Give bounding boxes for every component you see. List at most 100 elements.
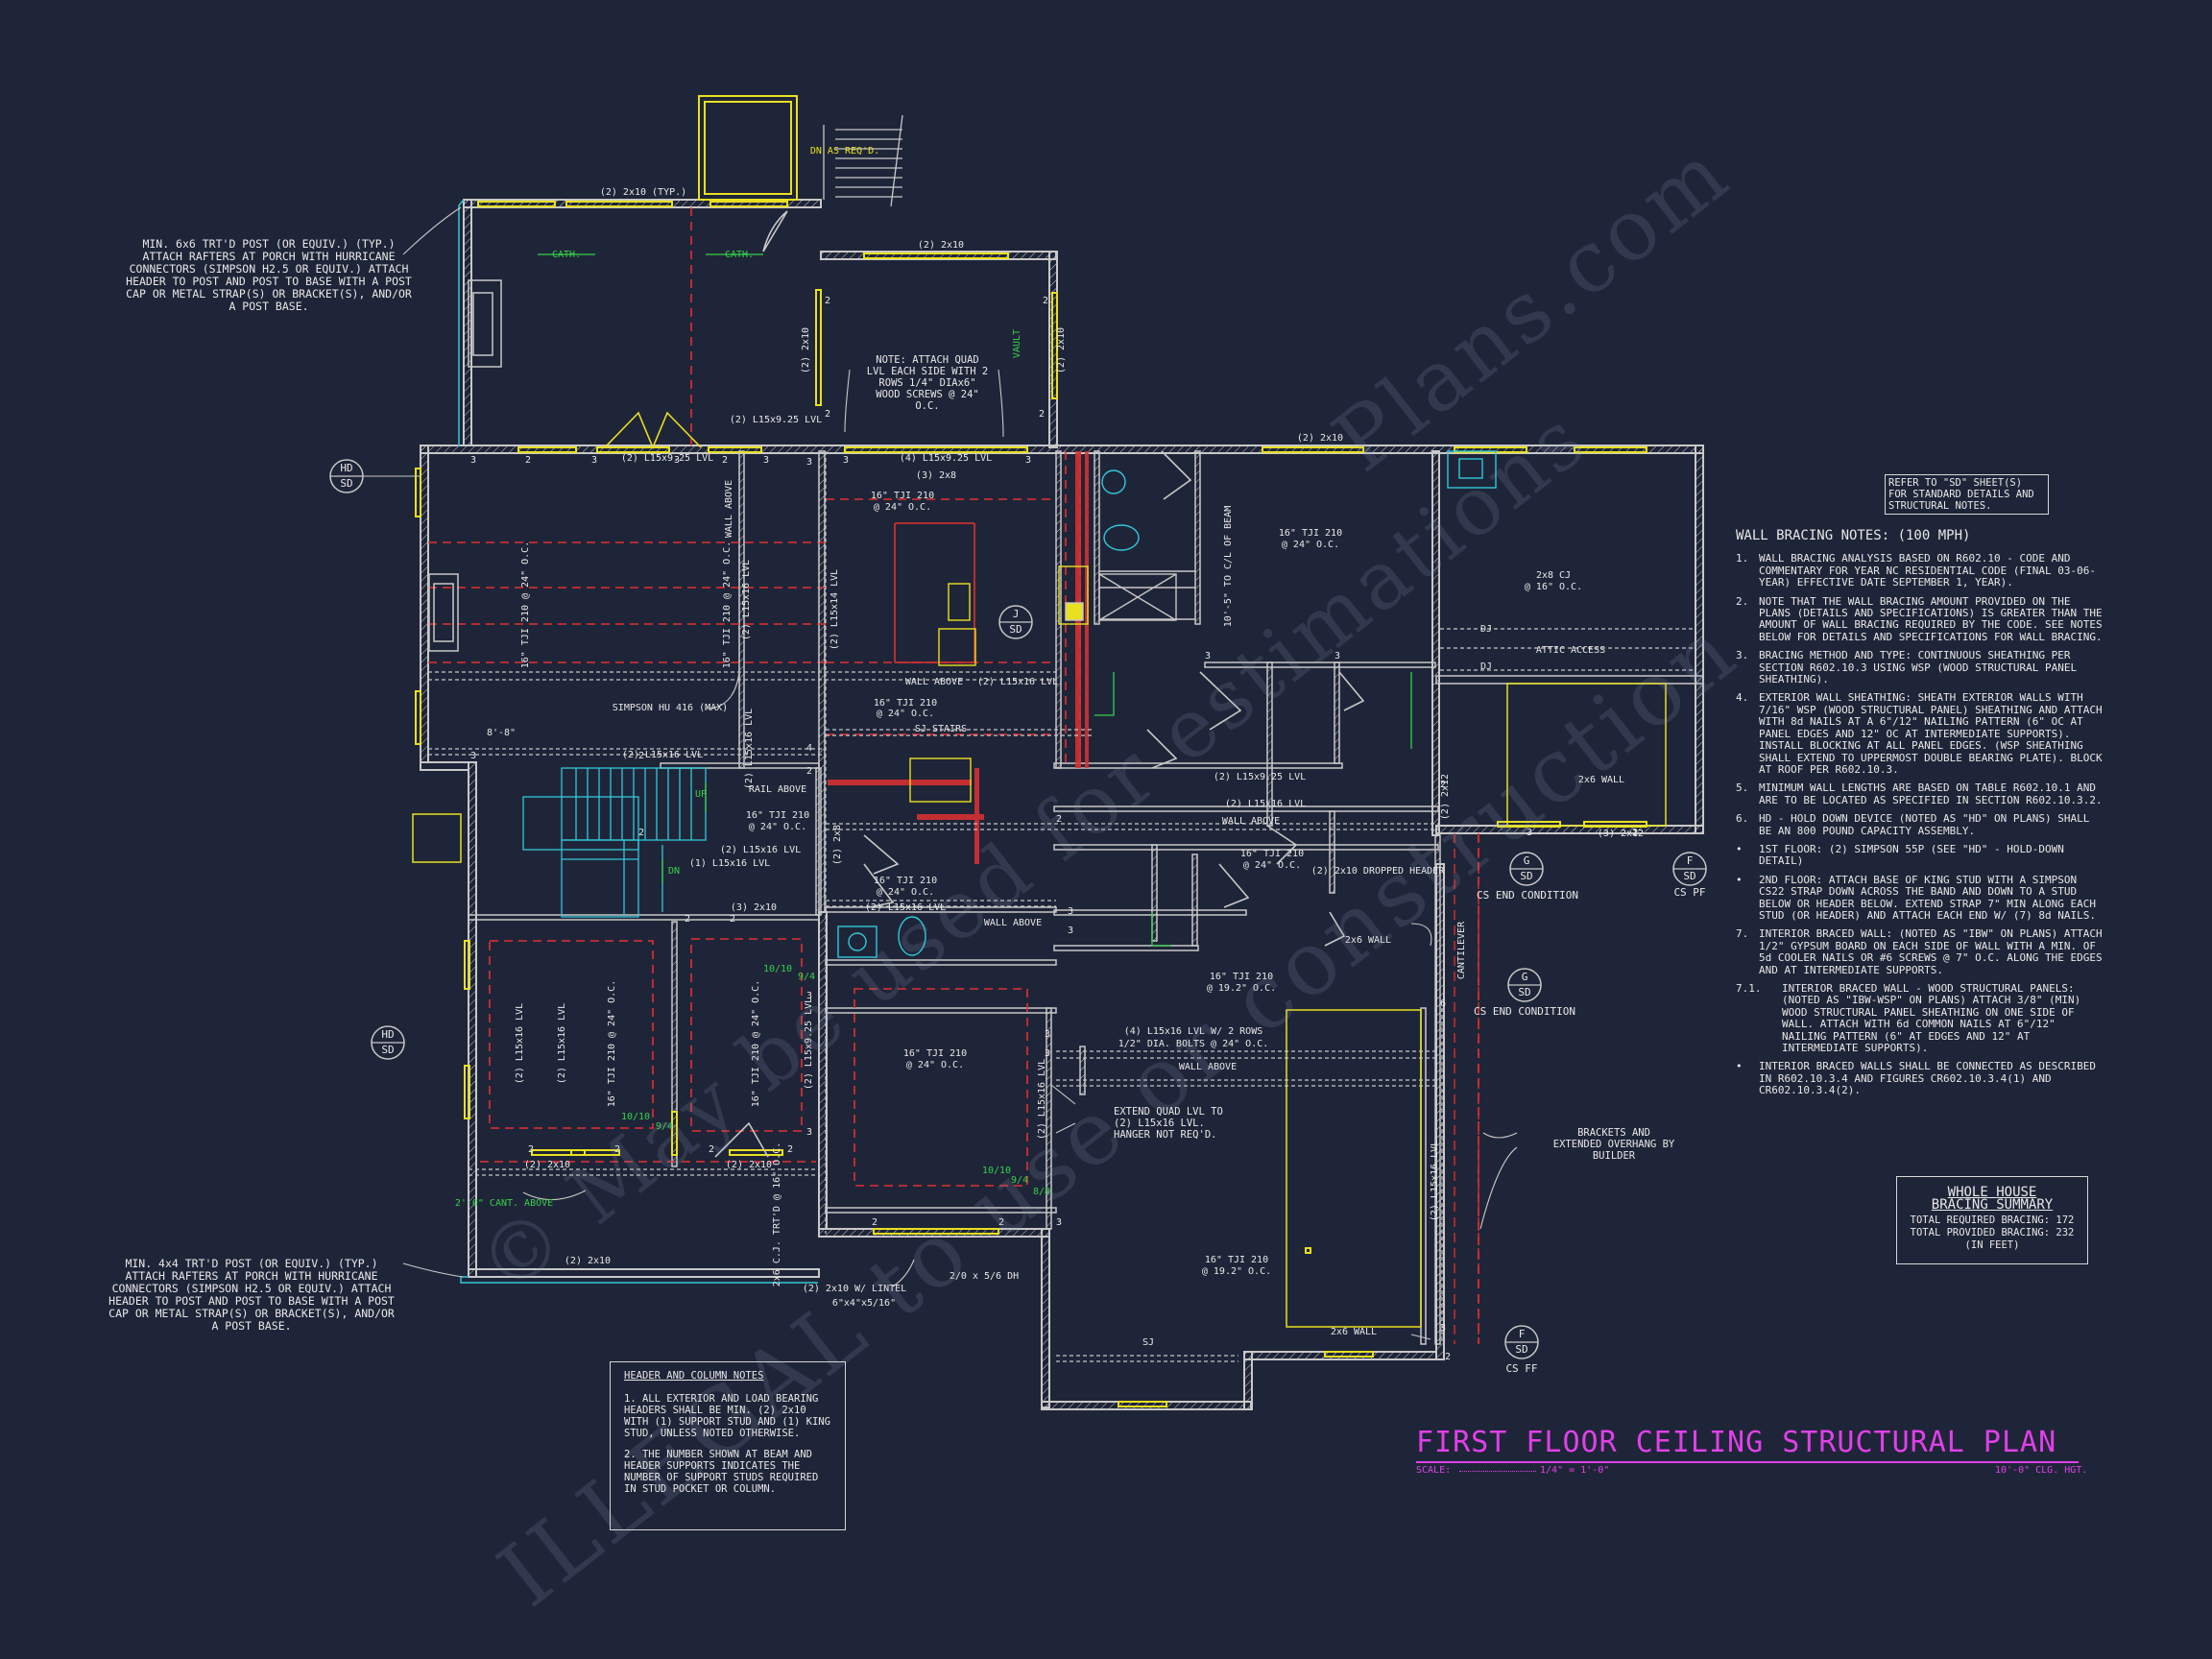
tag-sheet: SD <box>381 1044 394 1056</box>
note-text: INTERIOR BRACED WALL: (NOTED AS "IBW" ON… <box>1759 927 2103 976</box>
joist-lines <box>428 207 1479 1344</box>
svg-text:2: 2 <box>806 766 812 777</box>
svg-text:3: 3 <box>763 455 769 466</box>
plan-label: 6"x4"x5/16" <box>832 1298 896 1309</box>
plan-label: 2/0 x 5/6 DH <box>950 1271 1019 1282</box>
rear-stair <box>698 95 903 207</box>
plan-label: 16" TJI 210 @ 24" O.C. <box>722 541 733 668</box>
plan-label: 2x6 WALL <box>1331 1327 1377 1337</box>
svg-text:3: 3 <box>806 1127 812 1138</box>
svg-text:2: 2 <box>528 1144 534 1155</box>
plan-label: WALL ABOVE <box>1222 816 1280 827</box>
plan-label: (2) L15x9.25 LVL <box>730 415 822 425</box>
wall-bracing-note: 2.NOTE THAT THE WALL BRACING AMOUNT PROV… <box>1736 594 2105 644</box>
plan-label: 9/4 <box>798 972 815 982</box>
plan-label: (2) L15x16 LVL <box>515 1003 525 1084</box>
svg-text:2: 2 <box>872 1217 878 1228</box>
plan-label: WALL ABOVE <box>984 918 1042 928</box>
note-number: 4. <box>1736 691 1749 705</box>
note-number: 3. <box>1736 649 1749 662</box>
note-number: • <box>1736 873 1743 886</box>
title-underline <box>1416 1461 2079 1463</box>
note-number: 6. <box>1736 812 1749 826</box>
plan-label: DJ <box>1480 661 1492 672</box>
f-sd-tag-1: F SD <box>1672 852 1707 886</box>
svg-text:3: 3 <box>1025 455 1031 466</box>
plan-label: 10/10 <box>621 1112 650 1122</box>
header-notes-heading: HEADER AND COLUMN NOTES <box>624 1370 764 1382</box>
plan-label: 16" TJI 210 <box>746 810 809 821</box>
plan-label: 2x8 CJ <box>1536 570 1571 581</box>
note-number: 1. <box>1736 552 1749 565</box>
plan-label: (2) 2x12 <box>1440 774 1451 820</box>
plan-label: SIMPSON HU 416 (MAX) <box>613 703 728 713</box>
porch-boundary <box>458 199 465 446</box>
ceiling-height: 10'-0" CLG. HGT. <box>1995 1465 2088 1476</box>
plan-label: 16" TJI 210 <box>1279 528 1342 539</box>
svg-text:3: 3 <box>1068 926 1073 936</box>
plan-label: WALL ABOVE <box>724 480 734 538</box>
g-sd-tag-2: G SD <box>1507 968 1542 1002</box>
tag-letter: G <box>1522 971 1528 983</box>
plan-label: @ 19.2" O.C. <box>1207 983 1276 994</box>
svg-text:3: 3 <box>674 455 680 466</box>
scale-dots <box>1459 1471 1536 1472</box>
plan-label: (2) L15x16 LVL <box>1225 799 1306 809</box>
svg-text:3: 3 <box>1068 906 1073 917</box>
windows <box>415 201 1647 1407</box>
plan-label: SJ STAIRS <box>915 724 967 734</box>
note-text: NOTE THAT THE WALL BRACING AMOUNT PROVID… <box>1759 594 2103 643</box>
tag-sheet: SD <box>1009 623 1022 636</box>
green-marks <box>538 253 1412 947</box>
plan-label: @ 16" O.C. <box>1525 582 1582 592</box>
tag-letter: HD <box>381 1028 394 1041</box>
plan-label: CATH. <box>552 250 581 260</box>
plan-label: (2) 2x10 <box>1297 433 1343 444</box>
wall-bracing-notes: WALL BRACING NOTES: (100 MPH) 1.WALL BRA… <box>1736 529 2105 1104</box>
summary-required: TOTAL REQUIRED BRACING: 172 <box>1910 1214 2075 1226</box>
porch-post-note-bottom: MIN. 4x4 TRT'D POST (OR EQUIV.) (TYP.) A… <box>108 1258 396 1333</box>
note-number: 7. <box>1736 927 1749 941</box>
note-text: INTERIOR BRACED WALLS SHALL BE CONNECTED… <box>1759 1060 2096 1097</box>
plan-label: 2x6 WALL <box>1345 935 1391 946</box>
plan-label: 16" TJI 210 @ 24" O.C. <box>607 980 617 1107</box>
plan-label: @ 24" O.C. <box>874 502 931 513</box>
callout-text: MIN. 4x4 TRT'D POST (OR EQUIV.) (TYP.) A… <box>108 1257 395 1333</box>
plan-label: (2) L15x16 LVL <box>977 677 1058 687</box>
svg-text:2: 2 <box>1039 409 1045 420</box>
note-text: INTERIOR BRACED WALL - WOOD STRUCTURAL P… <box>1782 982 2081 1055</box>
plan-label: 16" TJI 210 <box>1205 1255 1268 1265</box>
plan-label: DN AS REQ'D. <box>810 146 879 156</box>
hd-sd-tag-top: HD SD <box>329 459 421 493</box>
svg-text:3: 3 <box>1056 1217 1062 1228</box>
tag-sheet: SD <box>1683 870 1695 882</box>
plan-label: (4) L15x9.25 LVL <box>900 453 992 464</box>
svg-text:3: 3 <box>1045 1048 1050 1059</box>
wall-bracing-note: 7.1.INTERIOR BRACED WALL - WOOD STRUCTUR… <box>1736 982 2105 1055</box>
svg-text:2: 2 <box>614 1144 620 1155</box>
wall-bracing-note: •INTERIOR BRACED WALLS SHALL BE CONNECTE… <box>1736 1061 2105 1096</box>
svg-text:3: 3 <box>1045 1029 1050 1040</box>
doors <box>604 210 1365 1158</box>
note-text: MINIMUM WALL LENGTHS ARE BASED ON TABLE … <box>1759 781 2103 806</box>
tag-sheet: SD <box>340 477 352 490</box>
plan-label: ATTIC ACCESS <box>1536 645 1605 656</box>
plan-label: (2) 2x10 (TYP.) <box>600 187 686 198</box>
plan-label: (2) L15x16 LVL <box>744 709 755 789</box>
extend-quad-note: EXTEND QUAD LVL TO (2) L15x16 LVL. HANGE… <box>1114 1106 1231 1141</box>
structural-beams <box>428 451 1695 1362</box>
svg-text:2: 2 <box>709 1144 714 1155</box>
overhang-line <box>1454 833 1479 1344</box>
svg-text:2: 2 <box>525 455 531 466</box>
svg-text:2: 2 <box>1445 1352 1451 1362</box>
wall-bracing-note: •2ND FLOOR: ATTACH BASE OF KING STUD WIT… <box>1736 873 2105 923</box>
plan-label: @ 24" O.C. <box>906 1060 964 1070</box>
plan-label: 16" TJI 210 @ 24" O.C. <box>751 980 761 1107</box>
j-sd-tag: J SD <box>998 605 1033 639</box>
plan-label: 2'-0" CANT. ABOVE <box>455 1198 553 1209</box>
svg-text:3: 3 <box>470 751 476 761</box>
note-text: WALL BRACING ANALYSIS BASED ON R602.10 -… <box>1759 552 2096 589</box>
plan-label: (2) 2x10 <box>1056 327 1067 373</box>
refer-sd-note: REFER TO "SD" SHEET(S) FOR STANDARD DETA… <box>1885 474 2049 515</box>
